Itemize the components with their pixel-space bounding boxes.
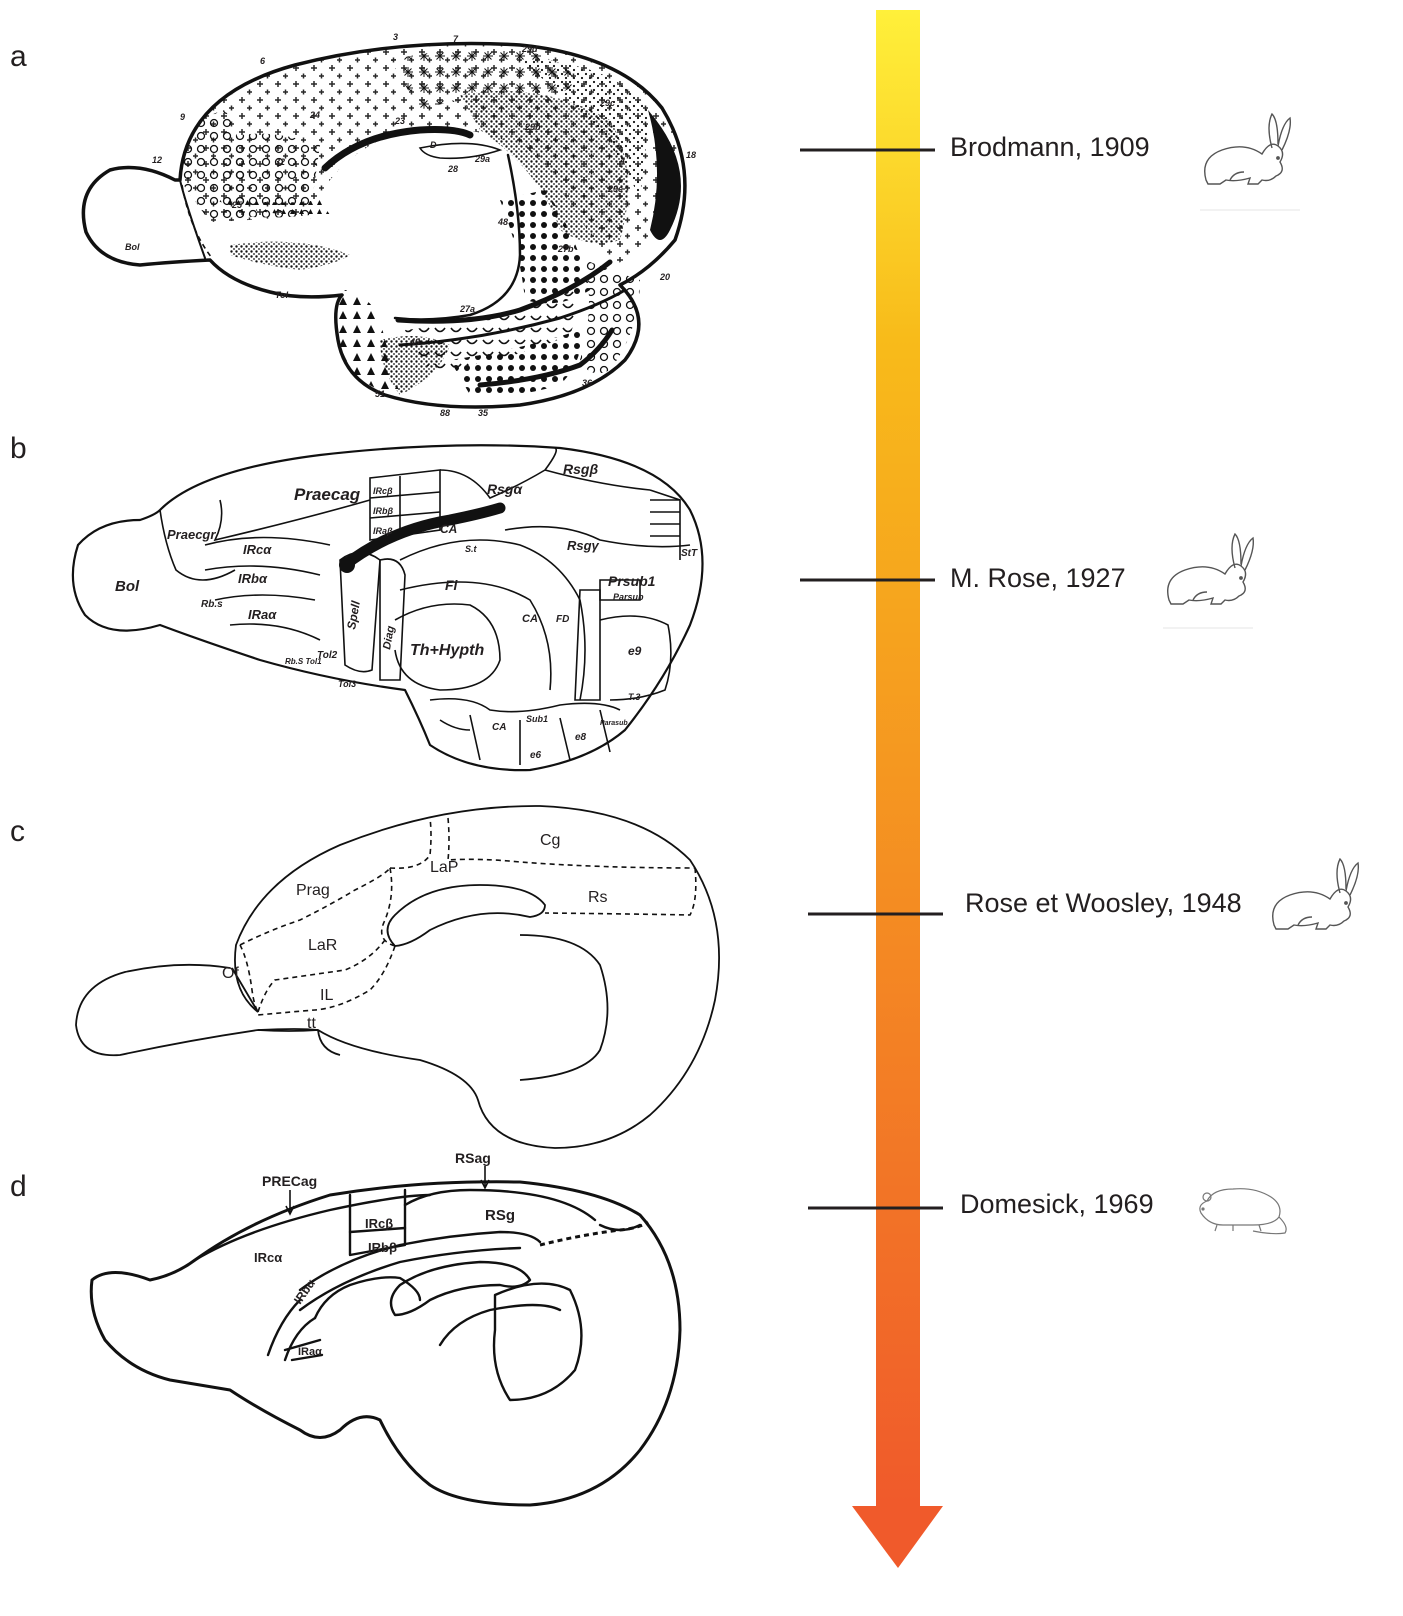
area-label: Prag (296, 882, 330, 899)
area-label: D (430, 140, 437, 150)
rabbit-icon (1163, 534, 1253, 628)
area-label: RSg (485, 1207, 515, 1224)
area-label: IRcα (254, 1250, 282, 1265)
area-label: FD (556, 614, 569, 625)
area-label: IRbβ (373, 506, 393, 516)
area-label: T.3 (628, 692, 640, 702)
area-label: 3 (393, 32, 398, 42)
area-label: Of (222, 965, 239, 982)
area-label: 29b (524, 122, 541, 132)
area-label: 29a (474, 154, 490, 164)
area-label: 29e (607, 184, 623, 194)
rabbit-icon (1200, 114, 1300, 210)
brain-map-rose-woosley (76, 806, 719, 1148)
area-label: S.t (465, 544, 478, 554)
area-label: LaP (430, 859, 458, 876)
area-label: CA (492, 722, 506, 733)
area-label: 24 (309, 110, 320, 120)
area-label: Fi (445, 577, 459, 593)
rose-woosley-area-labels: Cg LaP Prag Rs LaR Of IL tt (222, 832, 608, 1032)
area-label: Rsgγ (567, 538, 600, 553)
area-label: 25 (231, 200, 243, 210)
area-label: Praecgr (167, 527, 216, 542)
area-label: CA (522, 613, 538, 625)
area-label: StT (681, 548, 698, 559)
area-label: 27b (557, 244, 574, 254)
area-label: Rsgα (487, 481, 523, 497)
area-label: 18 (686, 150, 696, 160)
area-label: 36 (582, 378, 593, 388)
area-label: Sub1 (526, 714, 548, 724)
area-label: RSag (455, 1150, 491, 1166)
area-label: Bol (125, 242, 140, 252)
rose-area-labels: Rsgβ Praecag IRcβ IRbβ IRaβ Rsgα Praecgr… (115, 461, 698, 761)
area-label: Prsub1 (608, 573, 656, 589)
area-label: Rb.s (201, 599, 223, 610)
area-label: Spell (344, 599, 363, 630)
area-label: IRaα (298, 1346, 322, 1358)
area-label: PRECag (262, 1173, 317, 1189)
area-label: 12 (152, 155, 162, 165)
timeline-arrow (852, 10, 943, 1568)
rat-icon (1200, 1189, 1286, 1234)
area-label: IRaβ (373, 526, 393, 536)
area-label: Th+Hypth (410, 642, 484, 659)
area-label: IRaα (248, 607, 277, 622)
area-label: Parsub (613, 592, 644, 602)
area-label: IL (320, 987, 333, 1004)
area-label: IRcα (243, 542, 272, 557)
area-label: IRcβ (365, 1216, 393, 1231)
area-label: 49 (409, 337, 420, 347)
area-label: 9 (180, 112, 185, 122)
area-label: 20 (659, 272, 670, 282)
brain-map-brodmann (83, 44, 685, 407)
area-label: Tol (275, 290, 289, 300)
area-label: Rs (588, 889, 608, 906)
area-label: IRbα (238, 571, 268, 586)
area-label: IRcβ (373, 486, 393, 496)
area-label: CA (440, 522, 457, 536)
area-label: 88 (440, 408, 450, 418)
area-label: e9 (628, 644, 642, 658)
timeline-arrow-shaft (876, 10, 920, 1506)
area-label: LaR (308, 937, 337, 954)
timeline-arrow-head (852, 1506, 943, 1568)
area-label: tt (307, 1015, 316, 1032)
area-label: Parasub (600, 720, 628, 727)
area-label: 23 (394, 116, 405, 126)
area-label: Praecag (294, 485, 361, 504)
area-label: 28 (447, 164, 458, 174)
area-label: 32 (275, 157, 285, 167)
area-label: Diag (381, 625, 397, 651)
area-label: Bol (115, 578, 140, 595)
area-label: 6 (260, 56, 266, 66)
area-label: Cg (540, 832, 560, 849)
area-label: Tol3 (338, 679, 356, 689)
area-label: 51 (375, 389, 385, 399)
area-label: Rb.S Tol1 (285, 657, 322, 666)
area-label: 29c (599, 98, 615, 108)
area-label: e8 (575, 732, 587, 743)
rabbit-icon (1273, 859, 1359, 929)
area-label: 48 (497, 217, 508, 227)
area-label: 4 (619, 156, 625, 166)
area-label: IRbβ (368, 1240, 397, 1255)
area-label: e6 (530, 750, 542, 761)
area-label: Rsgβ (563, 461, 598, 477)
area-label: 29d (521, 44, 538, 54)
area-label: 35 (478, 408, 489, 418)
area-label: 27a (459, 304, 475, 314)
